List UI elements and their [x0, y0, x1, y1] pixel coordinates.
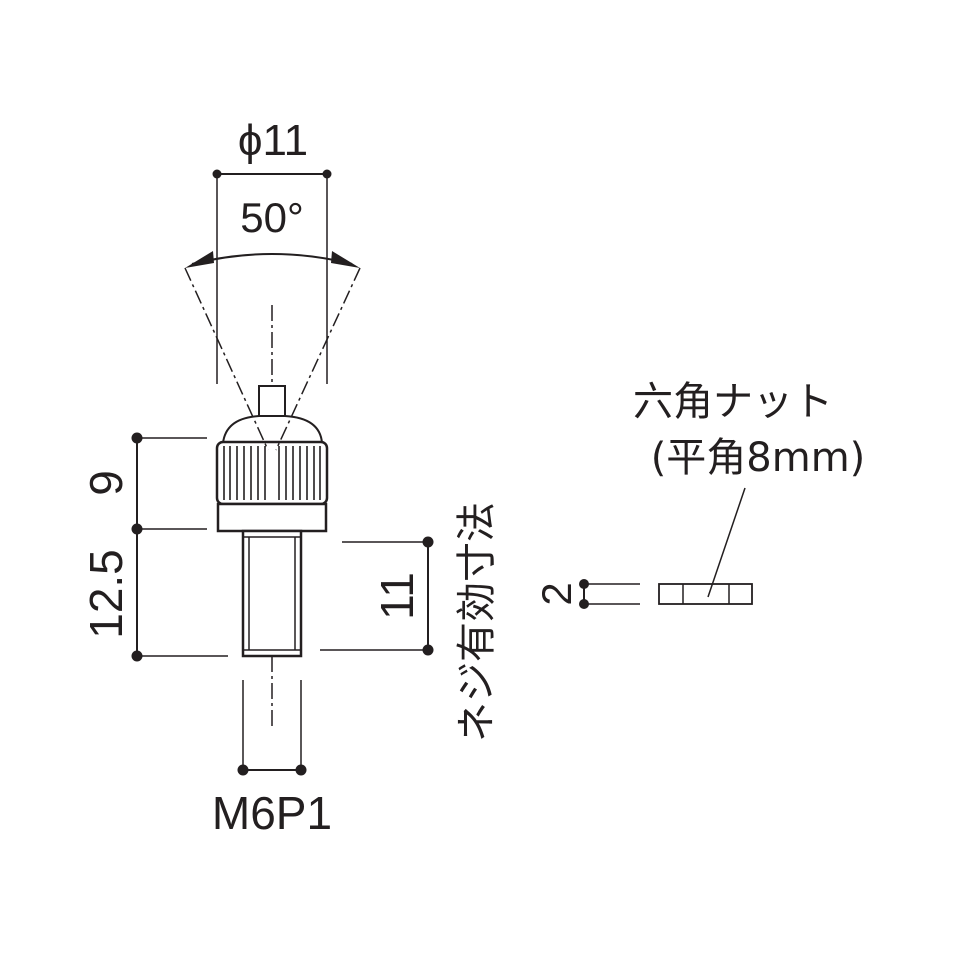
diameter-dimension: ϕ11 — [212, 116, 332, 384]
nut-leader-line — [707, 487, 746, 598]
thread-spec-label: M6P1 — [212, 787, 332, 839]
threaded-shaft — [241, 529, 303, 658]
arrow-left — [185, 251, 214, 268]
nut-thickness-label: 2 — [533, 582, 580, 605]
knob — [215, 385, 329, 533]
diameter-label: ϕ11 — [238, 116, 308, 165]
tip-stub — [258, 385, 286, 417]
knob-dome — [221, 415, 324, 444]
shaft-length-label: 12.5 — [80, 549, 132, 639]
hex-nut — [658, 487, 753, 605]
thread-length-label: 11 — [371, 572, 423, 620]
knurl-lines — [223, 446, 321, 500]
hex-nut-size-label: (平角8mm) — [651, 435, 866, 481]
effective-thread-label: ネジ有効寸法 — [454, 502, 500, 742]
nut-thickness-dimension: 2 — [533, 579, 640, 609]
knurled-body — [215, 440, 329, 506]
angle-label: 50° — [240, 194, 304, 241]
knob-height-label: 9 — [80, 470, 132, 496]
hex-nut-label: 六角ナット — [633, 379, 833, 425]
angle-dimension: 50° — [185, 194, 360, 268]
arrow-right — [331, 251, 360, 268]
angle-construction — [184, 267, 361, 451]
left-dimensions: 9 12.5 — [80, 432, 228, 662]
thread-spec-dimension: M6P1 — [212, 680, 332, 839]
thread-length-dimension: 11 — [320, 536, 434, 656]
knob-collar — [216, 502, 328, 533]
